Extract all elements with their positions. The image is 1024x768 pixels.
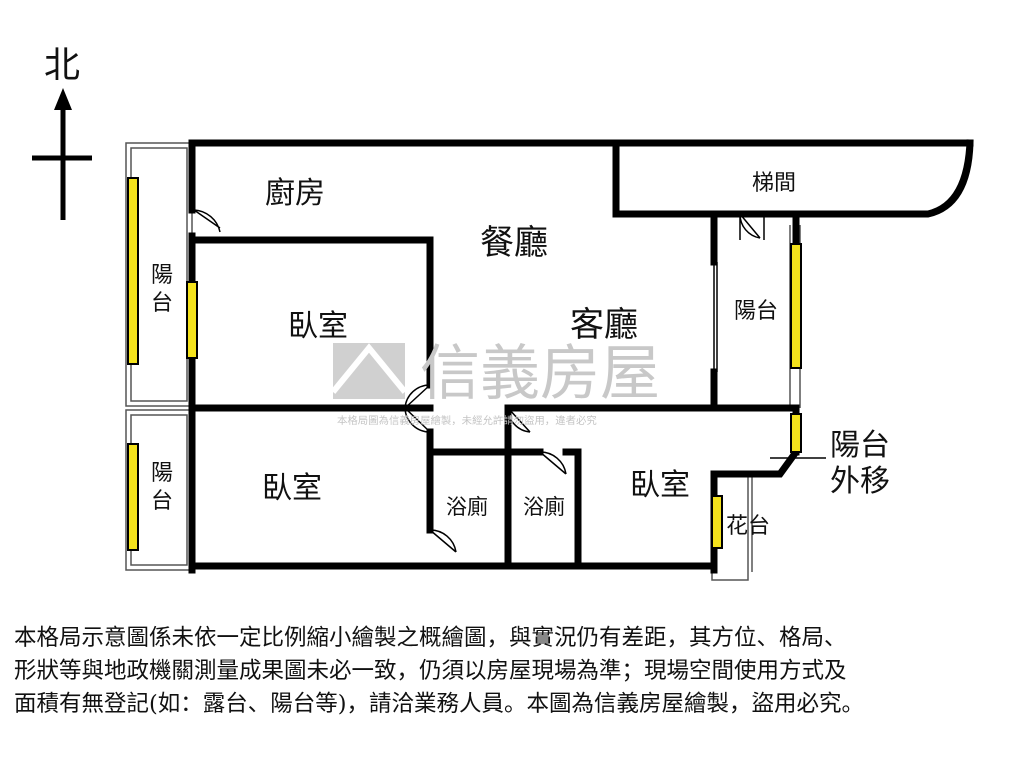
disclaimer-line: 本格局示意圖係未依一定比例縮小繪製之概繪圖，與實況仍有差距，其方位、格局、 [14, 625, 847, 651]
room-balcony-east: 陽台 [734, 299, 778, 324]
doors [193, 209, 765, 553]
room-bathroom-b: 浴廁 [523, 495, 565, 519]
room-balcony-west-lower-2: 台 [151, 489, 173, 514]
room-dining: 餐廳 [480, 223, 548, 263]
room-balcony-west-upper-1: 陽 [151, 263, 173, 288]
room-balcony-moved-2: 外移 [830, 464, 890, 499]
disclaimer-line: 形狀等與地政機關測量成果圖未必一致，仍須以房屋現場為準；現場空間使用方式及 [14, 658, 847, 684]
room-balcony-west-upper-2: 台 [151, 291, 173, 316]
windows [127, 177, 802, 551]
room-stairwell: 梯間 [752, 171, 796, 196]
window-bars [128, 177, 801, 551]
watermark-brand: 信義房屋 [420, 339, 660, 409]
watermark: 信義房屋 本格局圖為信義房屋繪製，未經允許請勿盜用，違者必究 [330, 339, 660, 427]
north-label: 北 [44, 45, 80, 86]
room-living: 客廳 [570, 305, 638, 345]
floor-plan: 北 [32, 45, 974, 581]
disclaimer: 本格局示意圖係未依一定比例縮小繪製之概繪圖，與實況仍有差距，其方位、格局、 形狀… [14, 622, 1014, 721]
room-bathroom-a: 浴廁 [446, 495, 488, 519]
room-bedroom-b: 臥室 [262, 471, 322, 506]
north-arrow [32, 88, 92, 220]
disclaimer-line: 面積有無登記(如：露台、陽台等)，請洽業務人員。本圖為信義房屋繪製，盜用必究。 [14, 691, 865, 717]
walls [188, 139, 974, 574]
watermark-notice: 本格局圖為信義房屋繪製，未經允許請勿盜用，違者必究 [337, 414, 597, 427]
room-kitchen: 廚房 [265, 176, 325, 211]
room-flower-stand: 花台 [726, 514, 770, 539]
watermark-logo-mark [330, 343, 408, 394]
room-bedroom-a: 臥室 [288, 309, 348, 344]
room-balcony-moved-1: 陽台 [830, 428, 890, 463]
room-balcony-west-lower-1: 陽 [151, 461, 173, 486]
room-bedroom-c: 臥室 [630, 468, 690, 503]
partitions [189, 262, 718, 520]
